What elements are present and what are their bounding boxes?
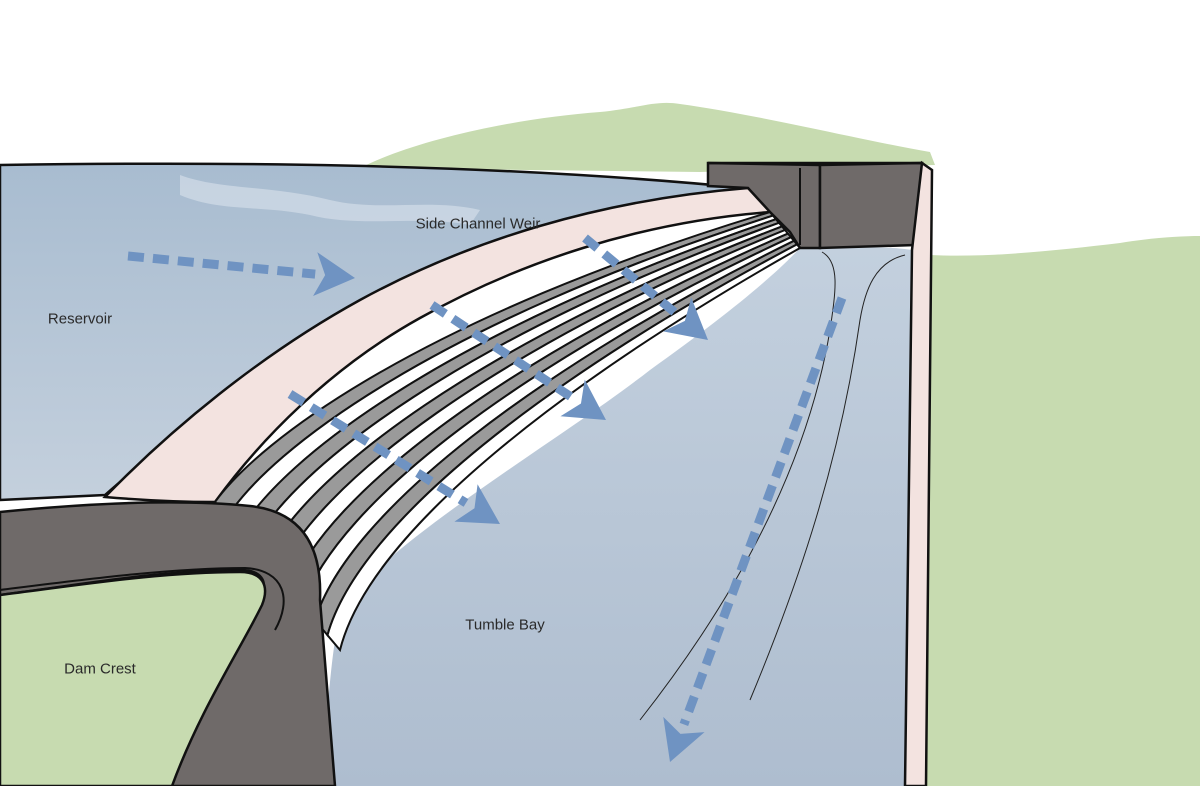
gate-block-right [818, 161, 924, 250]
dam-crest-inner-edge [0, 566, 285, 631]
tumble-bay-water [320, 246, 912, 786]
reservoir-highlight [180, 175, 480, 225]
flow-arrow-head [454, 484, 500, 524]
flow-streak-1 [639, 251, 836, 721]
flow-arrow-shaft [429, 301, 576, 402]
flow-arrow-head [560, 379, 606, 420]
label-reservoir: Reservoir [47, 310, 113, 328]
flow-arrow-shaft [127, 251, 316, 279]
flow-arrow-head [313, 252, 355, 297]
flow-arrow-shaft [679, 296, 847, 727]
label-side-channel-weir: Side Channel Weir [415, 215, 541, 233]
flow-arrows [127, 234, 847, 762]
grass-right-bank [915, 236, 1200, 786]
flow-arrow-shaft [582, 234, 681, 318]
flow-arrow-head [663, 297, 708, 340]
label-dam-crest: Dam Crest [64, 660, 136, 678]
flow-arrow-head [663, 716, 705, 762]
label-tumble-bay: Tumble Bay [465, 616, 545, 634]
channel-right-wall [903, 160, 934, 786]
flow-arrow-shaft [287, 390, 469, 507]
dam-crest-grass [0, 570, 267, 786]
flow-streak-2 [749, 254, 906, 701]
hill-background [360, 102, 935, 172]
